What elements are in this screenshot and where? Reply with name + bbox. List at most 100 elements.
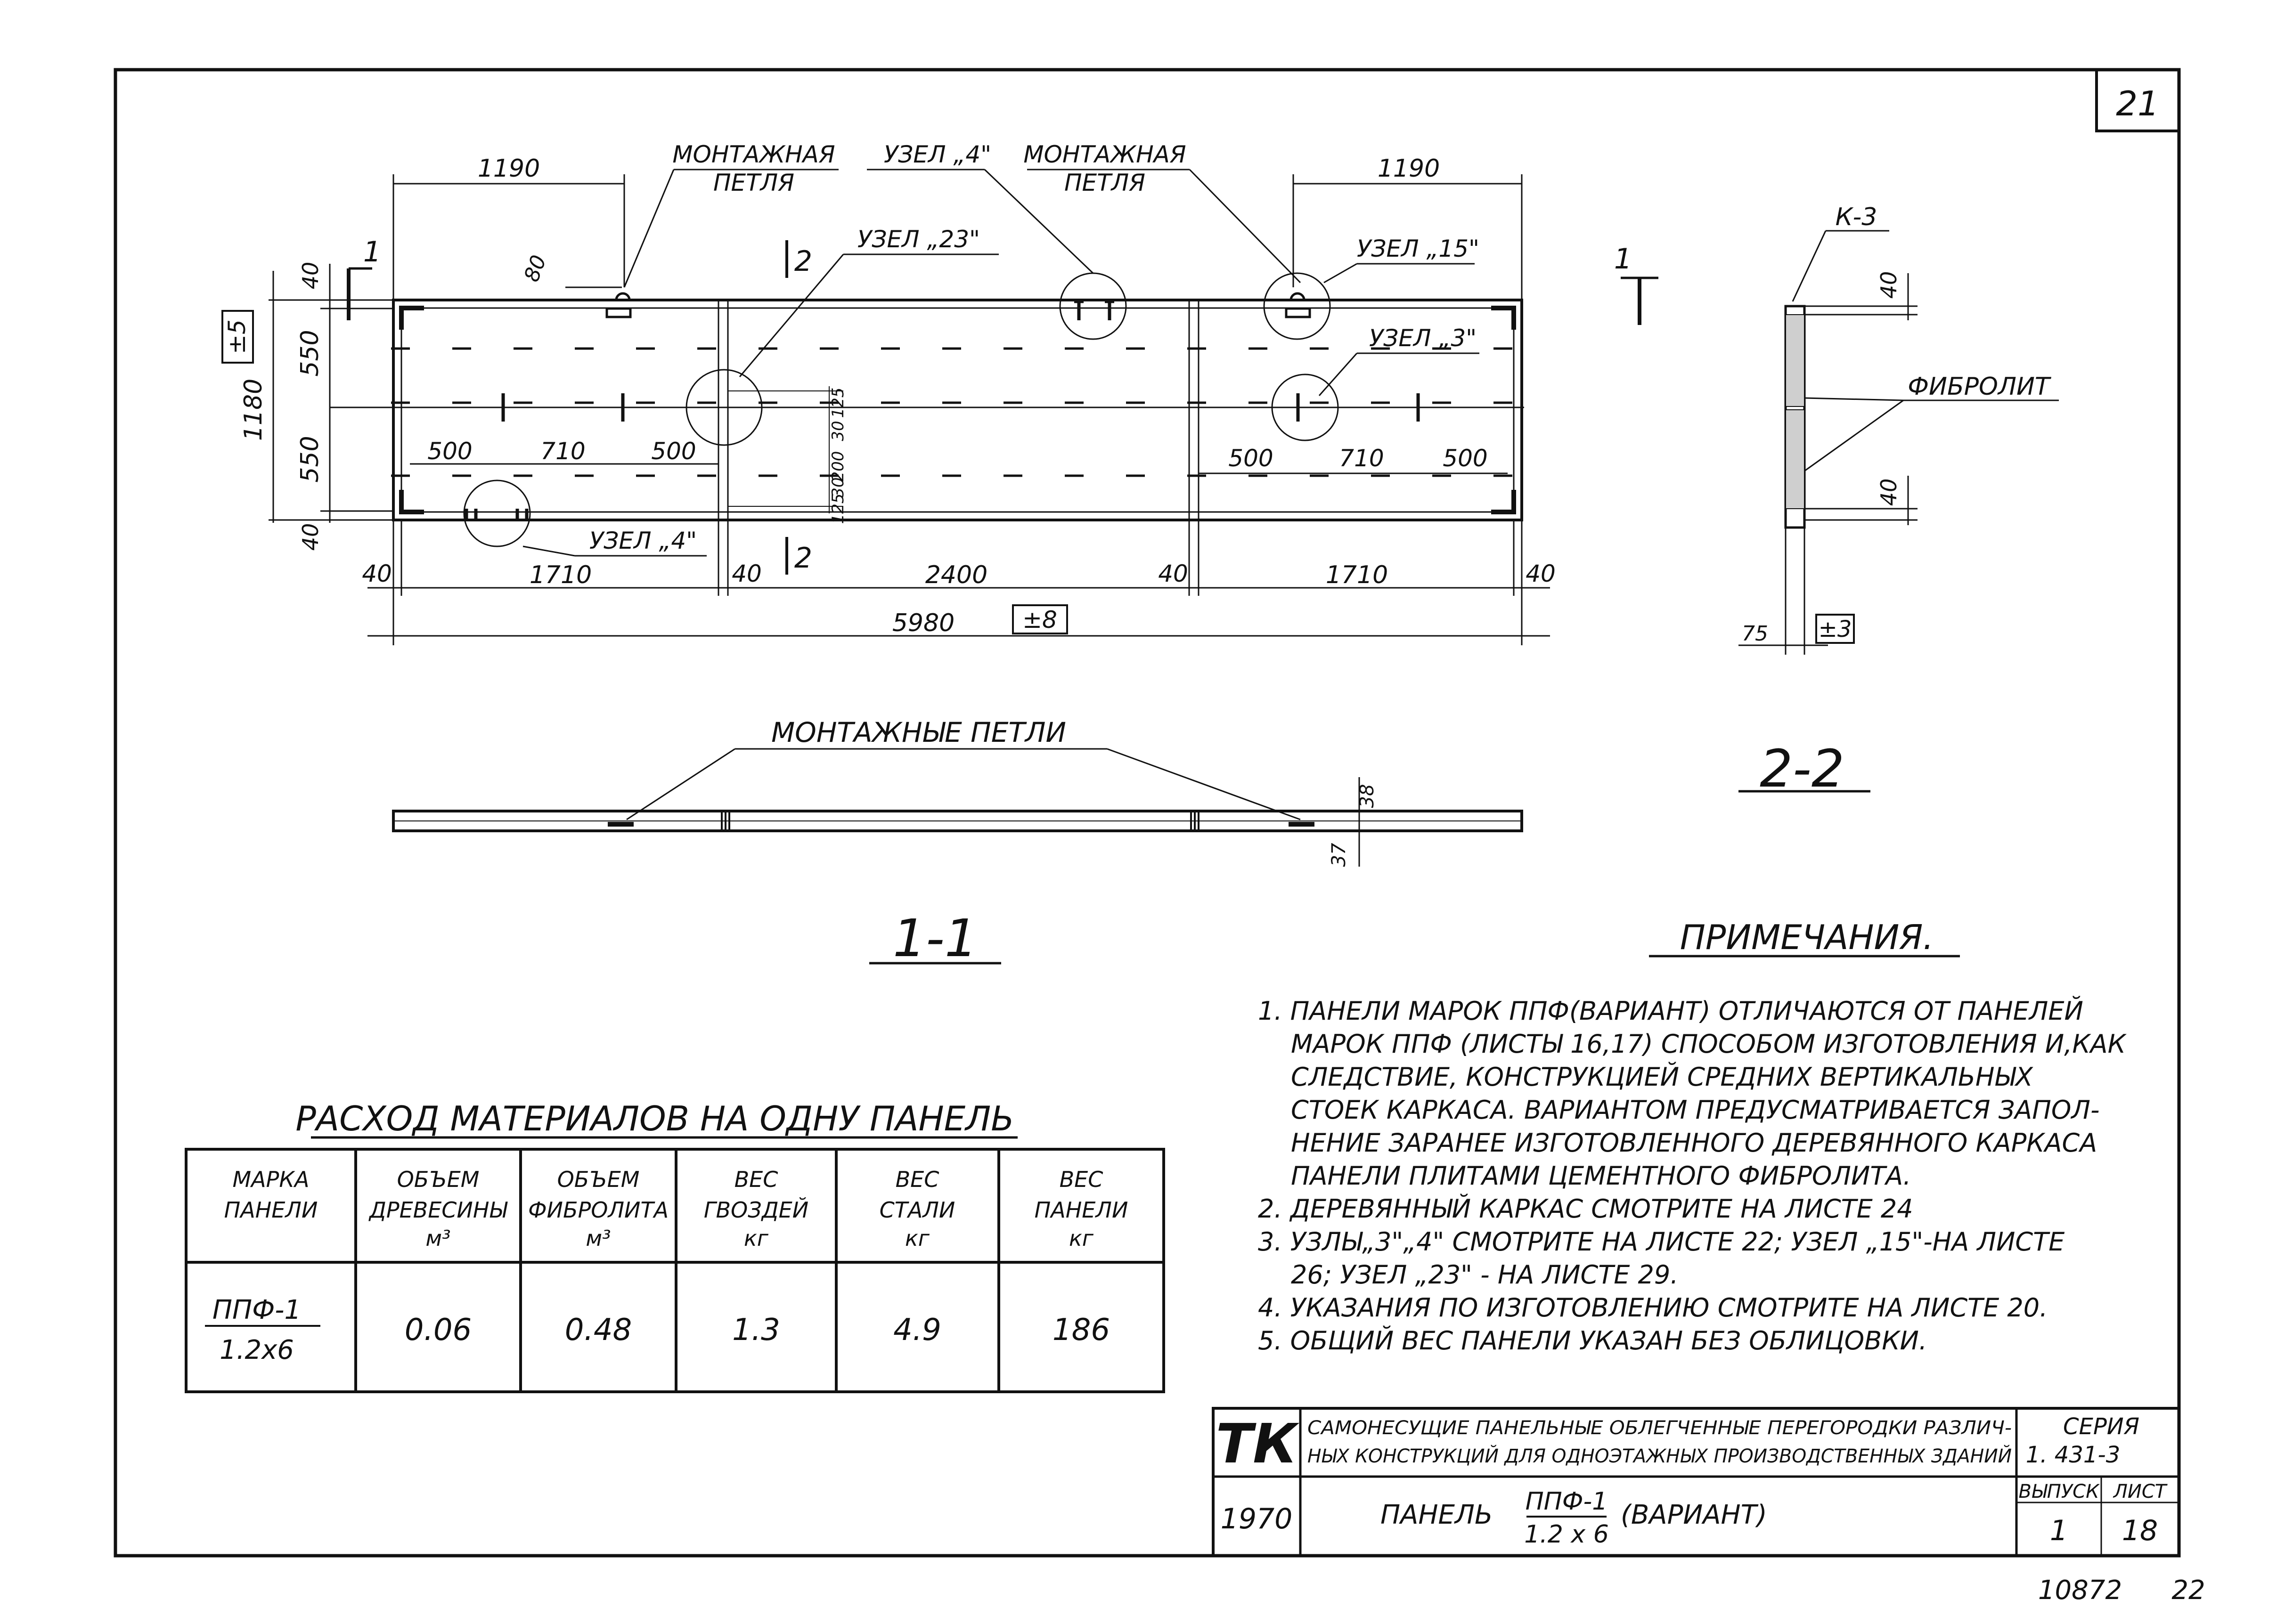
header-cell: МАРКА bbox=[232, 1167, 309, 1192]
panel-mark-bottom: 1.2 х 6 bbox=[1524, 1520, 1609, 1549]
note-line: СЛЕДСТВИЕ, КОНСТРУКЦИЕЙ СРЕДНИХ ВЕРТИКАЛ… bbox=[1291, 1062, 2033, 1092]
dim-40-top: 40 bbox=[1876, 271, 1901, 299]
tolerance-box-thickness bbox=[1815, 614, 1855, 644]
section-title-1-1: 1-1 bbox=[893, 908, 978, 968]
panel-outline bbox=[392, 299, 1523, 521]
section-fill-bottom bbox=[1785, 409, 1805, 509]
callout-mounting-loop-right: ПЕТЛЯ bbox=[1064, 169, 1145, 196]
stud-right bbox=[1188, 299, 1200, 521]
node-symbol bbox=[1074, 300, 1114, 320]
note-line: 1. ПАНЕЛИ МАРОК ППФ(ВАРИАНТ) ОТЛИЧАЮТСЯ … bbox=[1258, 996, 2083, 1026]
leader-line bbox=[522, 545, 575, 557]
section-mark-2: 2 bbox=[794, 542, 812, 575]
leader-line bbox=[626, 748, 735, 820]
header-cell: ВЕС bbox=[896, 1167, 939, 1192]
callout-node-4-bottom: УЗЕЛ „4" bbox=[589, 527, 697, 554]
tolerance-length: ±8 bbox=[1022, 606, 1057, 633]
panel-word: ПАНЕЛЬ bbox=[1380, 1500, 1493, 1530]
tolerance-box-height bbox=[221, 310, 254, 364]
tolerance-height: ±5 bbox=[223, 319, 251, 354]
corner-bracket bbox=[399, 490, 424, 514]
dim-30: 30 bbox=[829, 477, 848, 497]
title-desc-line: САМОНЕСУЩИЕ ПАНЕЛЬНЫЕ ОБЛЕГЧЕННЫЕ ПЕРЕГО… bbox=[1307, 1417, 2012, 1439]
callout-node-3: УЗЕЛ „3" bbox=[1369, 325, 1477, 352]
leader-line bbox=[1323, 263, 1357, 284]
leader-line bbox=[1318, 353, 1358, 396]
leader-line bbox=[623, 169, 675, 288]
note-line: 2. ДЕРЕВЯННЫЙ КАРКАС СМОТРИТЕ НА ЛИСТЕ 2… bbox=[1258, 1194, 1913, 1224]
header-cell: м³ bbox=[425, 1226, 450, 1251]
dim-nail-500: 500 bbox=[1443, 445, 1487, 472]
corner-bracket bbox=[1491, 490, 1516, 514]
dim-nail-710: 710 bbox=[1339, 445, 1384, 472]
section-1-1: МОНТАЖНЫЕ ПЕТЛИ 38 37 1-1 bbox=[392, 716, 1523, 968]
dim-550-lower: 550 bbox=[296, 436, 324, 482]
row-value: 0.48 bbox=[565, 1313, 632, 1348]
title-block: ТК САМОНЕСУЩИЕ ПАНЕЛЬНЫЕ ОБЛЕГЧЕННЫЕ ПЕР… bbox=[1212, 1407, 2180, 1557]
header-cell: м³ bbox=[586, 1226, 611, 1251]
stud-mark bbox=[1190, 811, 1200, 831]
materials-title: РАСХОД МАТЕРИАЛОВ НА ОДНУ ПАНЕЛЬ bbox=[295, 1099, 1014, 1138]
note-line: 4. УКАЗАНИЯ ПО ИЗГОТОВЛЕНИЮ СМОТРИТЕ НА … bbox=[1258, 1293, 2048, 1323]
corner-bracket bbox=[1491, 306, 1516, 330]
leader-line bbox=[739, 254, 844, 377]
callout-mounting-loop-right: МОНТАЖНАЯ bbox=[1023, 141, 1186, 168]
issue-label: ВЫПУСК bbox=[2019, 1481, 2100, 1502]
note-line: СТОЕК КАРКАСА. ВАРИАНТОМ ПРЕДУСМАТРИВАЕТ… bbox=[1291, 1095, 2099, 1125]
node-symbol bbox=[465, 509, 529, 520]
dim-nail-500: 500 bbox=[1228, 445, 1273, 472]
sheet-value: 18 bbox=[2122, 1514, 2158, 1547]
callout-node-23: УЗЕЛ „23" bbox=[857, 226, 980, 253]
variant: (ВАРИАНТ) bbox=[1621, 1500, 1767, 1530]
panel-frame-inner bbox=[400, 307, 1515, 513]
dim-40: 40 bbox=[732, 560, 762, 587]
row-value: 1.3 bbox=[732, 1313, 780, 1348]
section-mark-1: 1 bbox=[1614, 243, 1632, 276]
mounting-loop-plate bbox=[1285, 307, 1311, 318]
note-line: 3. УЗЛЫ„3"„4" СМОТРИТЕ НА ЛИСТЕ 22; УЗЕЛ… bbox=[1258, 1227, 2065, 1257]
header-cell: ВЕС bbox=[1060, 1167, 1103, 1192]
section-mark-1: 1 bbox=[363, 235, 381, 268]
panel-elevation: МОНТАЖНАЯ ПЕТЛЯ УЗЕЛ „4" МОНТАЖНАЯ ПЕТЛЯ… bbox=[221, 141, 1658, 645]
sheet-frame bbox=[114, 68, 2181, 1558]
footer-page: 22 bbox=[2171, 1575, 2205, 1606]
header-cell: ФИБРОЛИТА bbox=[528, 1197, 669, 1223]
header-cell: ДРЕВЕСИНЫ bbox=[368, 1197, 508, 1223]
header-cell: ПАНЕЛИ bbox=[1035, 1197, 1128, 1223]
note-line: НЕНИЕ ЗАРАНЕЕ ИЗГОТОВЛЕННОГО ДЕРЕВЯННОГО… bbox=[1291, 1128, 2097, 1158]
stud-mark bbox=[721, 811, 730, 831]
dim-1190-left: 1190 bbox=[478, 154, 540, 183]
dim-40-bottom: 40 bbox=[1876, 479, 1901, 506]
header-cell: ПАНЕЛИ bbox=[224, 1197, 318, 1223]
callout-mounting-loop-left: ПЕТЛЯ bbox=[713, 169, 794, 196]
tolerance-thickness: ±3 bbox=[1819, 616, 1852, 642]
stud-left bbox=[718, 299, 729, 521]
section-2-2: К-3 ФИБРОЛИТ 40 40 75 ±3 2-2 bbox=[1738, 203, 2059, 799]
note-line: МАРОК ППФ (ЛИСТЫ 16,17) СПОСОБОМ ИЗГОТОВ… bbox=[1291, 1029, 2127, 1059]
node-circle-4-top bbox=[1059, 272, 1127, 340]
sheet-number: 21 bbox=[2116, 84, 2159, 123]
leader-line bbox=[1107, 748, 1301, 820]
node-circle-3 bbox=[1271, 374, 1339, 441]
dim-40: 40 bbox=[1526, 560, 1556, 587]
node-circle-23 bbox=[685, 369, 763, 446]
header-cell: ГВОЗДЕЙ bbox=[704, 1197, 808, 1223]
dim-38: 38 bbox=[1356, 784, 1378, 808]
dim-30: 30 bbox=[829, 421, 848, 441]
leader-line bbox=[984, 169, 1094, 274]
leader-line bbox=[1804, 399, 1904, 472]
dim-nail-500: 500 bbox=[651, 438, 696, 465]
node-circle-4-bottom bbox=[463, 479, 531, 547]
dim-80: 80 bbox=[520, 252, 551, 285]
tk-logo: ТК bbox=[1216, 1413, 1299, 1476]
callout-node-4-top: УЗЕЛ „4" bbox=[884, 141, 991, 168]
tolerance-box-length bbox=[1012, 604, 1068, 634]
section-title-2-2: 2-2 bbox=[1760, 739, 1844, 799]
dim-1710: 1710 bbox=[530, 561, 592, 589]
dim-1180-total: 1180 bbox=[239, 379, 268, 441]
dim-40: 40 bbox=[362, 560, 392, 587]
note-line: ПАНЕЛИ ПЛИТАМИ ЦЕМЕНТНОГО ФИБРОЛИТА. bbox=[1291, 1161, 1911, 1191]
header-cell: ОБЪЕМ bbox=[397, 1167, 480, 1192]
callout-mounting-loop-left: МОНТАЖНАЯ bbox=[672, 141, 835, 168]
section-fill-top bbox=[1785, 314, 1805, 407]
